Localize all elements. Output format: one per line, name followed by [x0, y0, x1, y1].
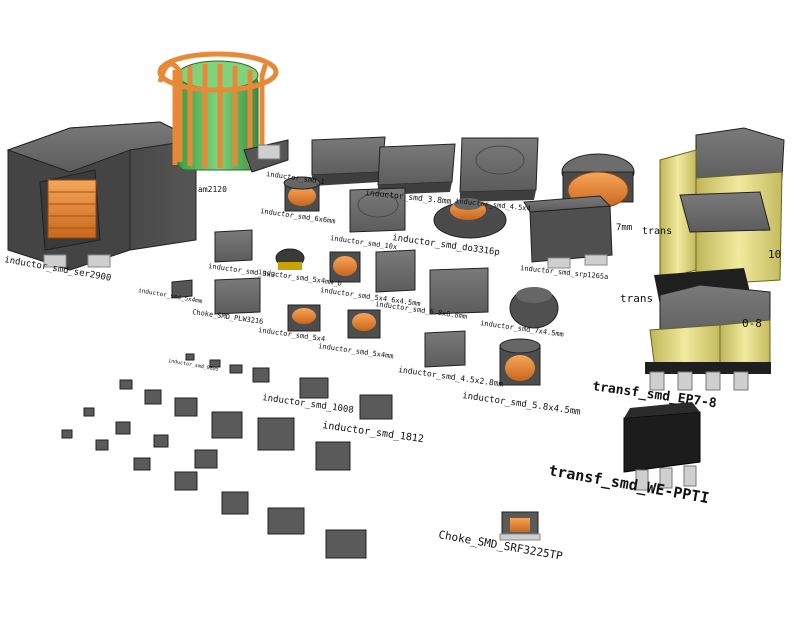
label-choke-srf: Choke_SMD_SRF3225TP	[437, 528, 564, 563]
inductor-ser2900	[6, 121, 198, 271]
label-smd-1812: inductor_smd_1812	[322, 420, 425, 445]
transformer-we-ppti	[623, 402, 701, 491]
choke-srf3225tp	[499, 511, 541, 541]
label-smd-7mm: 7mm	[616, 223, 632, 233]
inductor-cluster-mid	[171, 176, 559, 386]
label-smd-5x4mm: inductor_smd_5x4mm	[138, 287, 204, 305]
label-transf-a: trans	[642, 226, 672, 237]
label-am2120: am2120	[198, 185, 227, 194]
label-smd-4x2: inductor_smd_4.5x2.8mm	[398, 365, 504, 389]
inductor-srp1265a	[523, 195, 613, 269]
inductor-row-top	[311, 136, 539, 202]
label-smd-5x4mm-c: inductor_smd_5x4mm	[318, 342, 394, 360]
label-transf-8: 0-8	[742, 317, 762, 330]
label-smd-10x: inductor_smd_10x	[330, 234, 398, 251]
toroid-am2120	[157, 51, 289, 173]
label-transf-b: trans	[620, 292, 653, 305]
label-smd-5-8x4-5: inductor_smd_5.8x4.5mm	[462, 391, 581, 417]
chip-inductor-array	[61, 353, 393, 559]
label-transf-10: 10	[768, 248, 781, 261]
transformer-stack	[645, 127, 785, 391]
inductor-copper-round-large	[561, 153, 635, 209]
